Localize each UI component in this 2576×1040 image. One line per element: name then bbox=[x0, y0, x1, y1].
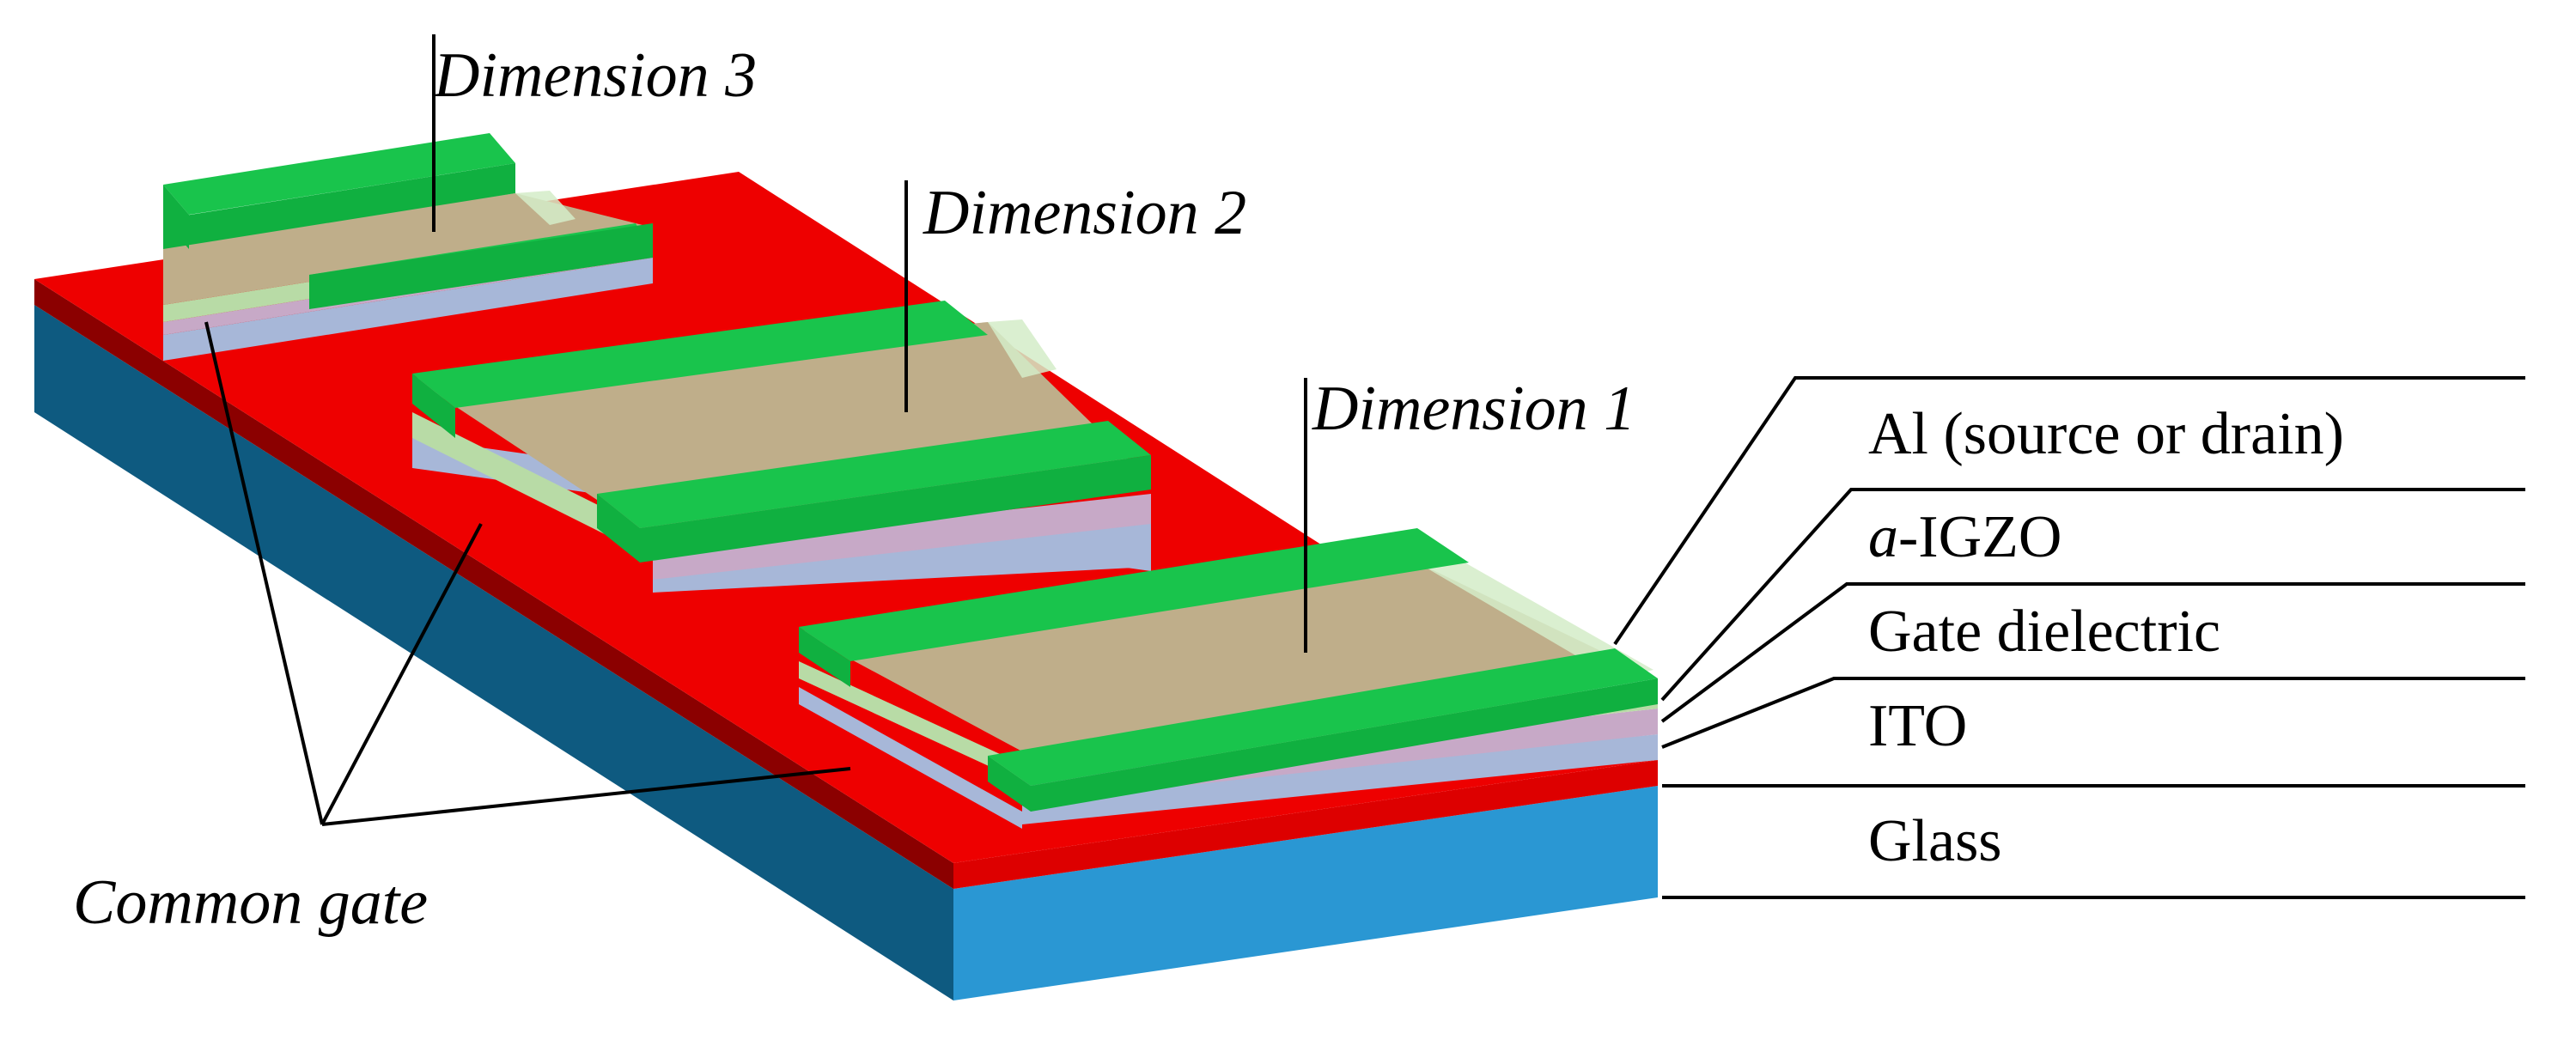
ito-front bbox=[799, 687, 1022, 829]
electrode-back-face bbox=[163, 163, 515, 249]
glass-sheen bbox=[988, 319, 1057, 378]
ito-front-2 bbox=[1022, 734, 1658, 824]
al-layer-label: Al (source or drain) bbox=[1868, 401, 2344, 467]
ito-front bbox=[163, 258, 653, 361]
electrode-back-top bbox=[412, 301, 988, 408]
glass-front-face bbox=[953, 786, 1658, 1000]
transistor-dimension-1 bbox=[799, 528, 1658, 829]
igzo-prefix: a bbox=[1868, 504, 1898, 570]
al-leader bbox=[1613, 376, 2525, 646]
leader-lines bbox=[204, 34, 2525, 899]
glass-sheen bbox=[515, 191, 575, 225]
igzo-suffix: -IGZO bbox=[1898, 504, 2061, 570]
transistor-dimension-2 bbox=[412, 301, 1151, 593]
igzo-front bbox=[799, 661, 1022, 782]
dimension-2-label: Dimension 2 bbox=[923, 178, 1246, 248]
gate-front-face bbox=[953, 760, 1658, 889]
electrode-front-face bbox=[597, 455, 1151, 563]
igzo-layer-label: a-IGZO bbox=[1868, 504, 2061, 570]
common-gate-label: Common gate bbox=[73, 867, 428, 938]
transistor-dimension-3 bbox=[163, 133, 653, 361]
electrode-back-top bbox=[163, 133, 515, 215]
gate-dielectric-layer-label: Gate dielectric bbox=[1868, 599, 2220, 665]
common-gate-leader-2 bbox=[320, 523, 483, 825]
dielectric-leader bbox=[1660, 582, 2525, 723]
glass-sheen bbox=[1417, 560, 1653, 678]
labels: Dimension 3 Dimension 2 Dimension 1 Comm… bbox=[73, 40, 2344, 938]
glass-substrate bbox=[34, 305, 1658, 1000]
electrode-back-top bbox=[799, 528, 1469, 661]
igzo-front bbox=[412, 412, 653, 558]
dimension-3-label: Dimension 3 bbox=[433, 40, 757, 111]
glass-side-face bbox=[34, 305, 953, 1000]
common-gate-leader-1 bbox=[204, 321, 324, 825]
common-gate-leader-3 bbox=[321, 767, 851, 826]
electrode-back-face bbox=[799, 627, 850, 687]
electrode-front-top bbox=[988, 648, 1658, 786]
ito-layer-label: ITO bbox=[1868, 693, 1967, 759]
electrode-front-face bbox=[988, 678, 1658, 812]
electrode-front-face bbox=[309, 223, 653, 309]
dielectric-front bbox=[653, 494, 1151, 580]
igzo-leader bbox=[1660, 488, 2525, 702]
glass-layer-label: Glass bbox=[1868, 808, 2002, 874]
electrode-back-face bbox=[412, 374, 455, 438]
gate-side-face bbox=[34, 279, 953, 889]
dimension-1-label: Dimension 1 bbox=[1312, 374, 1635, 444]
electrode-front-top bbox=[597, 421, 1151, 528]
channel-top bbox=[163, 193, 653, 305]
ito-leader bbox=[1661, 677, 2525, 749]
